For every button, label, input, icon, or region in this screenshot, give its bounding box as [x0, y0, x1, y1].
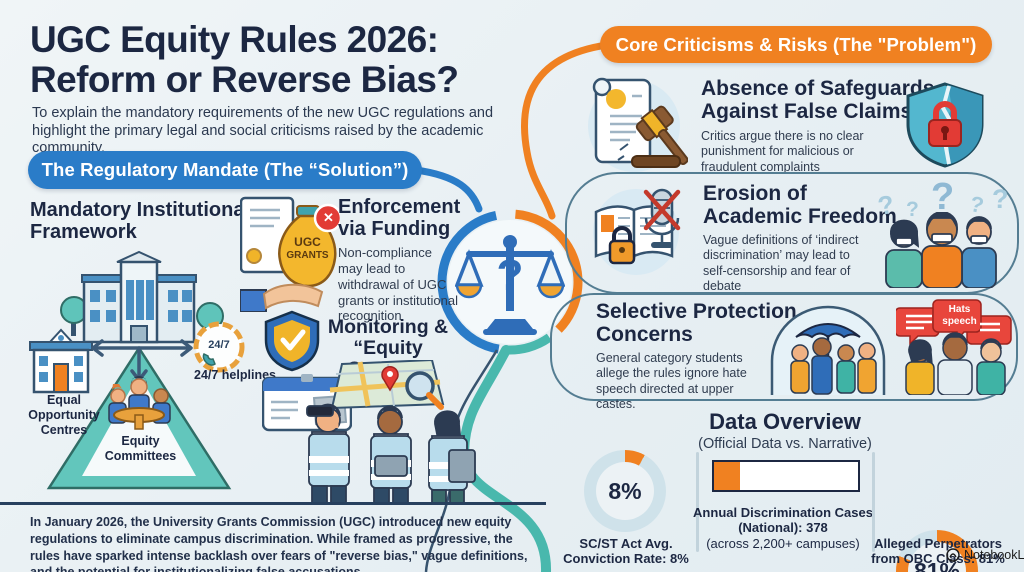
right-section-banner: Core Criticisms & Risks (The "Problem") [600, 26, 992, 63]
cases-bar-chart [712, 460, 860, 492]
label-equal-opportunity-centres: Equal Opportunity Centres [28, 393, 100, 437]
title-line-2: Reform or Reverse Bias? [30, 58, 459, 100]
university-building-icon [81, 250, 197, 344]
cases-bar-fill [714, 462, 740, 490]
conviction-rate-donut: 8% [584, 450, 666, 532]
perpetrators-caption: Alleged Perpetrators from OBC Class: 81% [871, 536, 1005, 567]
shield-check-icon [262, 310, 322, 372]
data-overview-subtitle: (Official Data vs. Narrative) [698, 436, 872, 452]
helpline-phone-icon [193, 321, 245, 373]
safeguards-body: Critics argue there is no clear punishme… [701, 129, 864, 174]
label-equity-committees: Equity Committees [104, 434, 177, 463]
umbrella-dome-icon [766, 299, 890, 395]
phone-badge-label: 24/7 [208, 339, 230, 351]
framework-heading: Mandatory Institutional Framework [30, 199, 250, 243]
erosion-heading: Erosion of Academic Freedom [703, 182, 897, 228]
ugc-grants-icon: UGC GRANTS ✕ [240, 192, 340, 312]
equity-squad-people [295, 398, 480, 504]
speech-bubble-label: Hats speech [942, 304, 977, 327]
selective-body: General category students allege the rul… [596, 351, 747, 411]
campus-illustration [14, 250, 264, 500]
erosion-body: Vague definitions of ‘indirect discrimin… [703, 233, 859, 293]
conviction-rate-caption: SC/ST Act Avg. Conviction Rate: 8% [563, 536, 689, 567]
equity-committee-table-icon [108, 376, 171, 430]
equal-opportunity-school-icon [29, 328, 93, 394]
title-line-1: UGC Equity Rules 2026: [30, 19, 439, 60]
scales-of-justice-icon: ? [455, 227, 565, 337]
label-helplines: 24/7 helplines [194, 368, 276, 382]
data-overview-title: Data Overview [709, 409, 861, 434]
broken-shield-lock-icon [900, 80, 990, 168]
scroll-gavel-icon [582, 72, 688, 172]
left-section-banner: The Regulatory Mandate (The “Solution”) [28, 151, 422, 189]
separator-left [696, 452, 699, 552]
map-search-icon [328, 360, 446, 410]
page-subtitle: To explain the mandatory requirements of… [32, 105, 494, 157]
grants-bag-label: UGC GRANTS [286, 235, 329, 261]
book-mic-lock-icon [588, 184, 688, 278]
enforcement-body: Non-compliance may lead to withdrawal of… [338, 245, 458, 324]
page-title: UGC Equity Rules 2026: Reform or Reverse… [30, 19, 459, 100]
left-footer-divider [0, 502, 546, 505]
scales-question-mark: ? [496, 251, 524, 300]
enforcement-heading: Enforcement via Funding [338, 196, 461, 240]
watermark: NotebookLM [946, 548, 1024, 562]
safeguards-heading: Absence of Safeguards Against False Clai… [701, 77, 935, 123]
separator-right [872, 452, 875, 552]
watermark-text: NotebookLM [964, 548, 1024, 562]
red-x-badge: ✕ [323, 210, 334, 225]
selective-section-box [550, 293, 1018, 401]
silenced-people-icon: ? ? ? ? ? [875, 176, 1014, 288]
selective-heading: Selective Protection Concerns [596, 300, 797, 346]
cases-caption: Annual Discrimination Cases (National): … [693, 505, 873, 551]
notebooklm-logo-icon [946, 548, 960, 562]
hate-speech-group-icon: Hats speech [896, 298, 1014, 395]
footer-paragraph: In January 2026, the University Grants C… [30, 515, 528, 572]
